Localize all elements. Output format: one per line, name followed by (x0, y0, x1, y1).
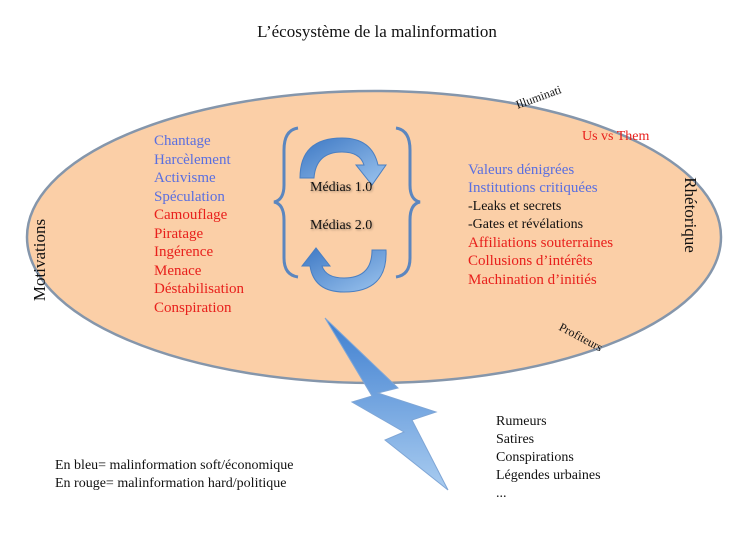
list-item: Camouflage (154, 207, 228, 223)
legend-red: En rouge= malinformation hard/politique (55, 476, 287, 491)
list-item: ... (496, 486, 507, 501)
list-item: Collusions d’intérêts (468, 253, 593, 270)
legend-blue: En bleu= malinformation soft/économique (55, 458, 294, 473)
list-item: Harcèlement (154, 151, 231, 168)
media-2-label: Médias 2.0 (310, 218, 373, 233)
list-item: -Leaks et secrets (468, 198, 562, 214)
list-item: Rumeurs (496, 414, 547, 429)
list-item: Machination d’initiés (468, 271, 597, 288)
list-item: Déstabilisation (154, 281, 244, 297)
rhetoric-list: Valeurs dénigrées Institutions critiquée… (468, 161, 613, 289)
list-item: Ingérence (154, 244, 214, 260)
outputs-list: Rumeurs Satires Conspirations Légendes u… (496, 413, 601, 503)
diagram-title: L’écosystème de la malinformation (257, 22, 497, 41)
list-item: Conspiration (154, 299, 232, 316)
right-brace (395, 126, 421, 279)
list-item: Valeurs dénigrées (468, 162, 575, 178)
us-vs-them-label: Us vs Them (582, 129, 650, 144)
list-item: Piratage (154, 225, 204, 242)
motivations-list: Chantage Harcèlement Activisme Spéculati… (154, 132, 244, 317)
media-1-label: Médias 1.0 (310, 180, 373, 195)
list-item: Chantage (154, 133, 211, 149)
color-legend: En bleu= malinformation soft/économique … (55, 457, 293, 493)
list-item: Légendes urbaines (496, 468, 601, 483)
list-item: Menace (154, 262, 202, 279)
motivations-label: Motivations (30, 218, 49, 302)
cycle-arrow-top-icon (299, 137, 387, 186)
list-item: Satires (496, 432, 535, 447)
list-item: Affiliations souterraines (468, 235, 614, 252)
lightning-bolt-icon (324, 317, 449, 491)
cycle-arrow-bottom-icon (300, 247, 387, 293)
rhetoric-label: Rhétorique (681, 177, 700, 253)
left-brace (273, 126, 299, 279)
list-item: -Gates et révélations (468, 216, 584, 232)
list-item: Conspirations (496, 450, 574, 465)
list-item: Activisme (154, 170, 216, 186)
list-item: Spéculation (154, 188, 225, 205)
list-item: Institutions critiquées (468, 180, 598, 197)
